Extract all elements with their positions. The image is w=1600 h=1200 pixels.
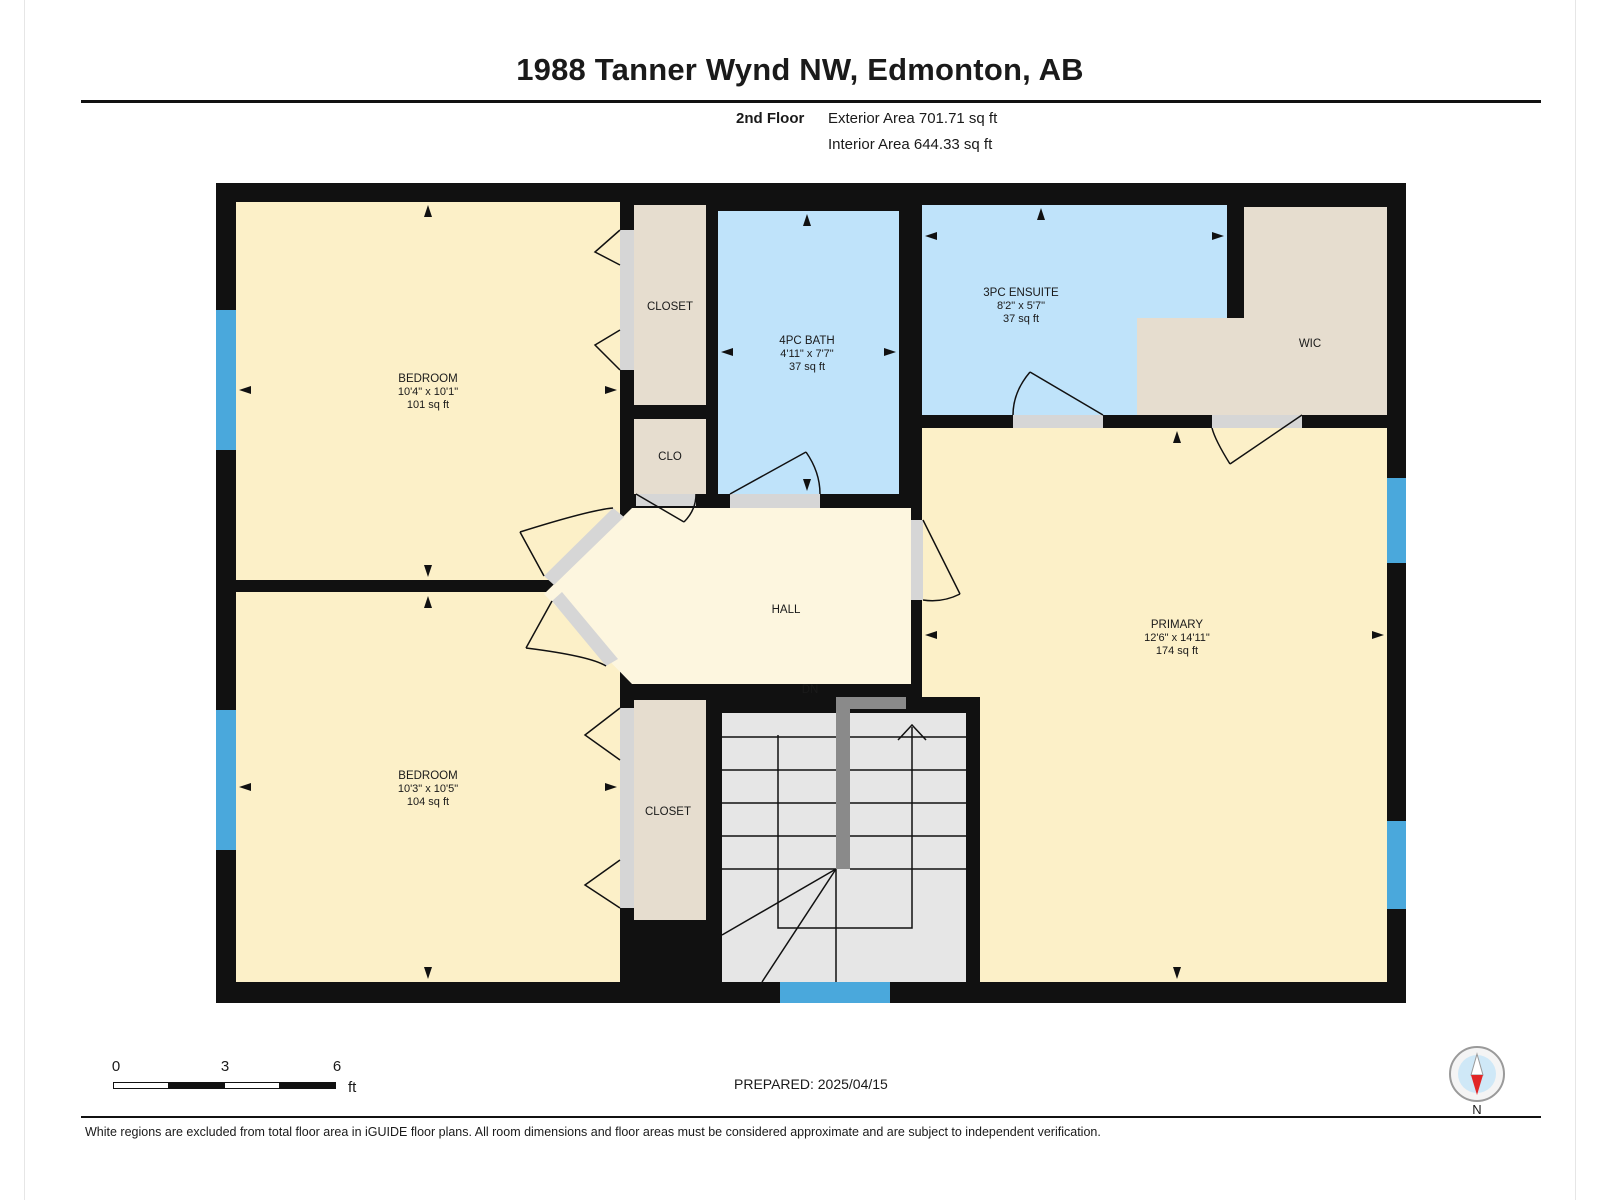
dimension-arrows: [239, 205, 1384, 979]
door-swings: [519, 229, 1303, 909]
bedroom-1: [236, 202, 620, 580]
wall-block: [634, 920, 706, 982]
title-divider: [81, 100, 1541, 103]
scale-tick-3: 3: [220, 1058, 230, 1075]
walk-in-closet: [1137, 207, 1387, 415]
floor-label: 2nd Floor: [736, 110, 805, 127]
primary-bedroom: [922, 428, 1387, 982]
compass-label: N: [1472, 1102, 1482, 1117]
bedroom-2-name: BEDROOM: [398, 770, 457, 782]
bedroom-1-name: BEDROOM: [398, 373, 457, 385]
clo-label: CLO: [658, 451, 682, 463]
hall-label: HALL: [772, 604, 801, 616]
bath-name: 4PC BATH: [779, 335, 834, 347]
bath-area: 37 sq ft: [789, 361, 825, 373]
scale-unit: ft: [348, 1079, 357, 1096]
closet-2: [634, 700, 706, 920]
bedroom-2-area: 104 sq ft: [407, 796, 449, 808]
stairs-down-label: DN: [802, 684, 819, 696]
interior-area: Interior Area 644.33 sq ft: [828, 136, 993, 153]
stair-treads: [721, 723, 966, 983]
prepared-date: PREPARED: 2025/04/15: [734, 1076, 888, 1092]
primary-area: 174 sq ft: [1156, 645, 1198, 657]
exterior-area: Exterior Area 701.71 sq ft: [828, 110, 998, 127]
ensuite-name: 3PC ENSUITE: [983, 287, 1059, 299]
compass-icon: [1449, 1046, 1505, 1102]
stair-railing: [836, 697, 850, 869]
closet-1: [634, 205, 706, 405]
ensuite-dims: 8'2" x 5'7": [997, 300, 1045, 312]
page-title: 1988 Tanner Wynd NW, Edmonton, AB: [516, 52, 1084, 87]
wic-label: WIC: [1299, 338, 1321, 350]
scale-tick-0: 0: [111, 1058, 121, 1075]
footer-divider: [81, 1116, 1541, 1118]
door-gaps: [544, 230, 1302, 908]
windows: [216, 310, 1406, 1003]
primary-dims: 12'6" x 14'11": [1144, 632, 1210, 644]
closet-2-label: CLOSET: [645, 806, 691, 818]
scale-bar-graphic: [113, 1082, 336, 1089]
closet-1-label: CLOSET: [647, 301, 693, 313]
bath-dims: 4'11" x 7'7": [780, 348, 833, 360]
4pc-bath: [718, 211, 899, 494]
page-border: [24, 0, 1576, 1200]
scale-tick-6: 6: [332, 1058, 342, 1075]
clo-closet: [634, 419, 706, 494]
bedroom-2-dims: 10'3" x 10'5": [398, 783, 458, 795]
disclaimer: White regions are excluded from total fl…: [85, 1125, 1101, 1139]
bedroom-1-area: 101 sq ft: [407, 399, 449, 411]
primary-name: PRIMARY: [1151, 619, 1204, 631]
scale-bar: 0 3 6 ft: [110, 1058, 380, 1108]
bedroom-2: [236, 592, 620, 982]
hall: [544, 508, 911, 684]
north-compass: N: [1448, 1045, 1506, 1117]
bedroom-1-dims: 10'4" x 10'1": [398, 386, 458, 398]
ensuite-area: 37 sq ft: [1003, 313, 1039, 325]
stair-landing-rail: [836, 697, 906, 709]
